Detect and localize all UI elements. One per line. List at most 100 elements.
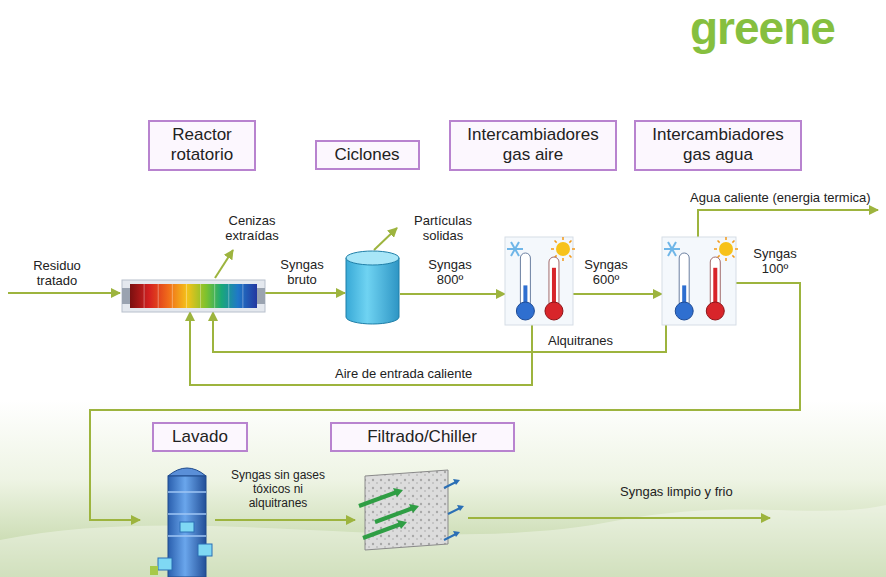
sun (556, 242, 570, 256)
edge-label: Syngas 600º (582, 258, 630, 288)
reactor-segment (158, 284, 159, 308)
flow-connector (213, 312, 666, 352)
tower-body (168, 476, 206, 577)
tower-band (168, 513, 206, 515)
node-title: Filtrado/Chiller (367, 427, 477, 446)
process-node: Filtrado/Chiller (355, 470, 460, 550)
sun-ray (725, 237, 727, 240)
hot-water-arrow (698, 210, 878, 237)
sun-ray (732, 255, 734, 257)
edge-label: Syngas sin gases tóxicos ni alquitranes (228, 469, 328, 510)
cyclone-body (346, 258, 399, 324)
flow-connector (573, 293, 662, 295)
process-node: Intercambiadores gas agua (662, 237, 736, 325)
node-title: Reactor rotatorio (171, 125, 233, 164)
node-title: Intercambiadores gas agua (652, 125, 783, 164)
flow-arrow (375, 508, 413, 522)
filter-panel (365, 470, 448, 550)
flow-note: Residuo tratado (26, 259, 88, 289)
thermo-illustration (662, 237, 736, 325)
flow-arrow (363, 524, 401, 538)
thermometer-bulb (545, 302, 563, 320)
exit-arrow (444, 482, 456, 488)
reactor-segment (186, 284, 187, 308)
sun-ray (562, 258, 564, 261)
reactor-segment (200, 284, 201, 308)
tower-box (158, 558, 172, 570)
reactor-end (257, 288, 265, 304)
edge-label: Syngas bruto (276, 258, 328, 288)
thermo-illustration (505, 237, 573, 325)
process-node: Ciclones (345, 250, 400, 325)
sun (719, 242, 733, 256)
sun-ray (551, 248, 554, 250)
exit-arrow-head (453, 531, 460, 537)
title-box: Filtrado/Chiller (330, 422, 515, 452)
title-box: Lavado (152, 422, 248, 452)
sun-ray (572, 248, 575, 250)
node-title: Ciclones (334, 145, 399, 164)
flow-connector (265, 292, 345, 294)
cyclone-top (346, 251, 399, 265)
flow-arrow-head (397, 520, 407, 529)
edge-label: Syngas 800º (426, 258, 474, 288)
sun-ray (735, 248, 738, 250)
snowflake (511, 242, 519, 256)
ash-arrow (215, 250, 233, 278)
exit-arrow (444, 534, 456, 540)
exchanger-panel (662, 237, 736, 325)
node-title: Lavado (172, 427, 228, 446)
filter-illustration (355, 470, 460, 550)
reactor-segment (214, 284, 215, 308)
reactor-end (122, 288, 130, 304)
sun-ray (569, 241, 571, 243)
tower-box (198, 544, 212, 556)
thermometer-bulb (675, 302, 693, 320)
reactor-casing (122, 280, 265, 312)
tower-band (168, 535, 206, 537)
process-node: Intercambiadores gas aire (505, 237, 573, 325)
sun-ray (725, 258, 727, 261)
edge-label: Aire de entrada caliente (335, 367, 472, 382)
cyclone-illustration (345, 250, 400, 325)
flow-connector (215, 519, 355, 521)
thermometer-bulb (706, 302, 724, 320)
exchanger-panel (505, 237, 573, 325)
reactor-segment (228, 284, 229, 308)
input-arrow (8, 292, 120, 294)
edge-label: Syngas 100º (752, 247, 798, 277)
tower-illustration (140, 462, 215, 577)
sun-ray (555, 241, 557, 243)
sun-ray (569, 255, 571, 257)
title-box: Intercambiadores gas agua (634, 120, 802, 171)
flow-note: Agua caliente (energia termica) (690, 191, 871, 206)
thermometer-bulb (516, 302, 534, 320)
tower-band (168, 491, 206, 493)
flow-arrow (359, 492, 397, 506)
reactor-segment (172, 284, 173, 308)
sun-ray (718, 241, 720, 243)
flow-note: Cenizas extraídas (222, 214, 282, 244)
flow-note: Syngas limpio y frio (620, 485, 733, 500)
tower-pipe (150, 566, 158, 575)
tower-box (180, 522, 194, 532)
flow-arrow-head (393, 488, 403, 497)
sun-ray (714, 248, 717, 250)
node-title: Intercambiadores gas aire (467, 125, 598, 164)
reactor-segment (144, 284, 145, 308)
process-node: Reactor rotatorio (122, 280, 265, 312)
exit-arrow (448, 508, 460, 514)
sun-ray (732, 241, 734, 243)
snowflake (511, 242, 519, 256)
reactor-illustration (122, 280, 265, 312)
ground-gradient (0, 400, 886, 577)
title-box: Reactor rotatorio (148, 120, 256, 171)
reactor-segment (242, 284, 243, 308)
reactor-drum (130, 284, 257, 308)
snowflake (668, 242, 676, 256)
flow-connector (400, 293, 505, 295)
flow-note: Partículas solidas (410, 214, 476, 244)
output-arrow (468, 517, 770, 519)
